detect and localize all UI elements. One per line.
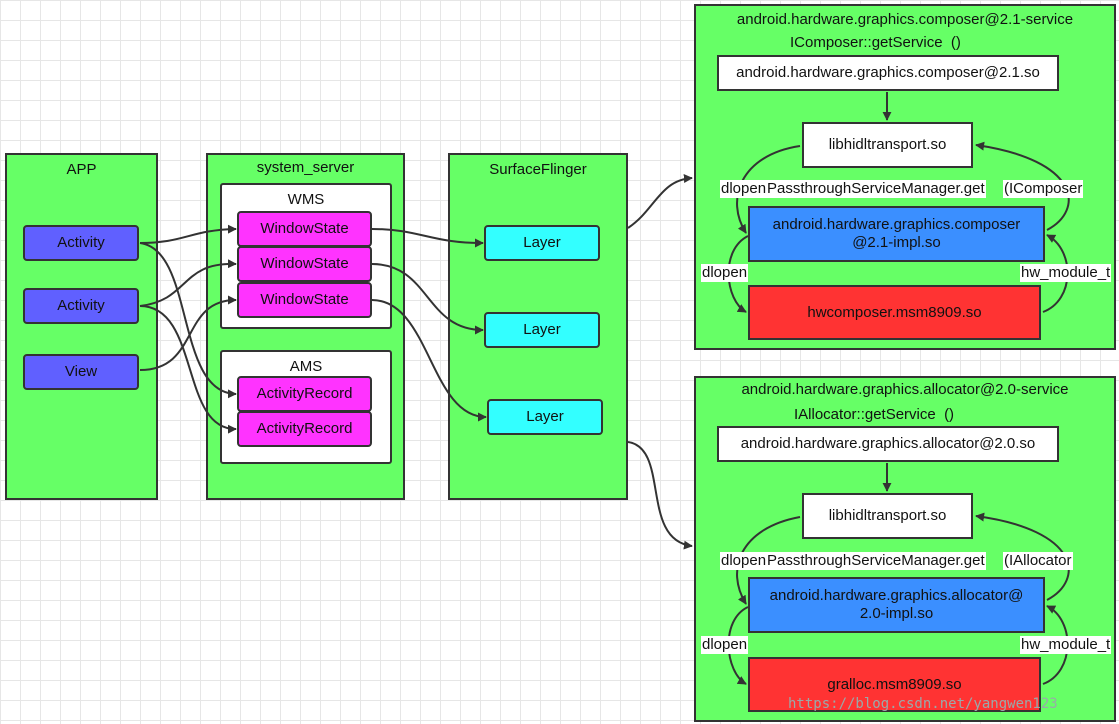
composer-dlopen-bottom-label: dlopen [701,264,749,282]
activity-node-1: Activity [23,225,139,261]
allocator-so-node: android.hardware.graphics.allocator@2.0.… [717,426,1059,462]
windowstate-node-2: WindowState [237,246,372,282]
edge-surfaceflinger-allocator [627,441,693,550]
ams-title: AMS [289,358,323,375]
layer-node-1: Layer [484,225,600,261]
app-title: APP [66,161,97,178]
allocator-iface-label: (IAllocator [1003,552,1073,570]
allocator-impl-node: android.hardware.graphics.allocator@ 2.0… [748,577,1045,633]
allocator-libhidltransport-node: libhidltransport.so [802,493,973,539]
layer-node-2: Layer [484,312,600,348]
composer-dlopen-top-label: dlopen [720,180,768,198]
composer-passthrough-label: PassthroughServiceManager.get [766,180,986,198]
composer-impl-node: android.hardware.graphics.composer @2.1-… [748,206,1045,262]
composer-iface-label: (IComposer [1003,180,1084,198]
activity-node-2: Activity [23,288,139,324]
layer-node-3: Layer [487,399,603,435]
gralloc-node: gralloc.msm8909.so [748,657,1041,712]
hwcomposer-node: hwcomposer.msm8909.so [748,285,1041,340]
allocator-dlopen-bottom-label: dlopen [701,636,749,654]
windowstate-node-3: WindowState [237,282,372,318]
composer-hwmodule-label: hw_module_t [1020,264,1112,282]
allocator-getservice-label: IAllocator::getService () [794,406,955,423]
activityrecord-node-2: ActivityRecord [237,411,372,447]
allocator-hwmodule-label: hw_module_t [1020,636,1112,654]
edge-surfaceflinger-composer [627,174,693,229]
app-group: APP [5,153,158,500]
composer-so-node: android.hardware.graphics.composer@2.1.s… [717,55,1059,91]
windowstate-node-1: WindowState [237,211,372,247]
activityrecord-node-1: ActivityRecord [237,376,372,412]
composer-service-title: android.hardware.graphics.composer@2.1-s… [736,11,1074,28]
allocator-dlopen-top-label: dlopen [720,552,768,570]
allocator-passthrough-label: PassthroughServiceManager.get [766,552,986,570]
composer-getservice-label: IComposer::getService () [790,34,961,51]
system-server-title: system_server [256,159,355,176]
surfaceflinger-title: SurfaceFlinger [489,161,587,178]
view-node: View [23,354,139,390]
composer-libhidltransport-node: libhidltransport.so [802,122,973,168]
watermark: https://blog.csdn.net/yangwen123 [788,696,1058,712]
wms-title: WMS [287,191,325,208]
allocator-service-title: android.hardware.graphics.allocator@2.0-… [741,381,1069,398]
